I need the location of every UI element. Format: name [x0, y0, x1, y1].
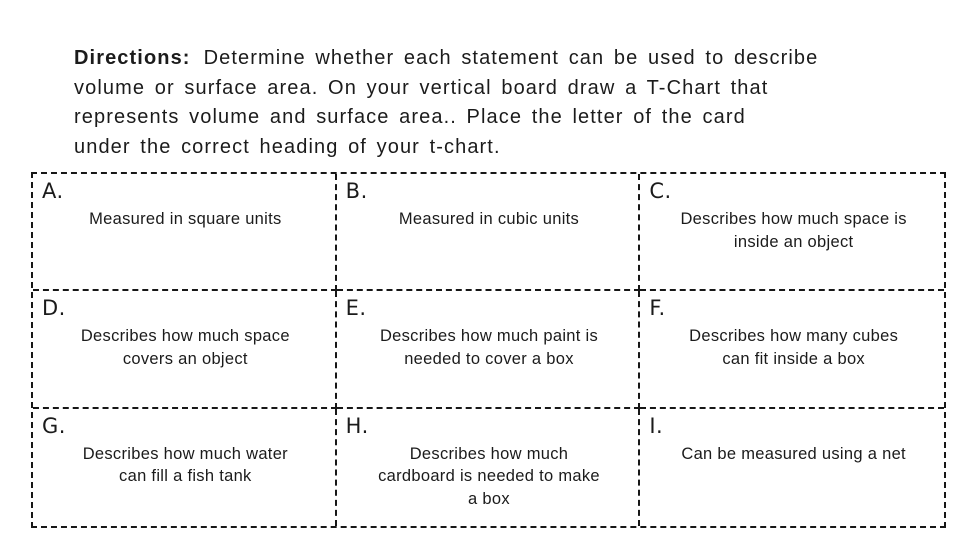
card-g-letter: G.	[42, 413, 66, 438]
card-a: A. Measured in square units	[33, 174, 337, 292]
card-d: D. Describes how much space covers an ob…	[33, 291, 337, 409]
card-i: I. Can be measured using a net	[640, 409, 944, 526]
card-g: G. Describes how much water can fill a f…	[33, 408, 337, 526]
card-e-letter: E.	[345, 296, 367, 321]
card-f-text: Describes how many cubes can fit inside …	[689, 327, 899, 368]
card-c: C. Describes how much space is inside an…	[640, 174, 944, 292]
card-a-letter: A.	[42, 179, 64, 203]
card-d-letter: D.	[42, 296, 66, 321]
directions-paragraph: Directions: Determine whether each statem…	[74, 44, 924, 162]
directions-line-1: Directions: Determine whether each statem…	[74, 44, 924, 74]
card-i-text: Can be measured using a net	[681, 444, 906, 463]
card-c-text: Describes how much space is inside an ob…	[680, 210, 907, 251]
directions-line-1-text: Determine whether each statement can be …	[203, 47, 819, 69]
directions-label: Directions:	[74, 47, 191, 69]
card-b-letter: B.	[345, 179, 368, 203]
card-e-text: Describes how much paint is needed to co…	[379, 327, 599, 368]
card-h-text: Describes how much cardboard is needed t…	[378, 444, 600, 508]
card-h: H. Describes how much cardboard is neede…	[337, 408, 641, 526]
card-g-text: Describes how much water can fill a fish…	[82, 444, 288, 486]
directions-line-2: volume or surface area. On your vertical…	[74, 76, 769, 99]
card-b-text: Measured in cubic units	[398, 210, 580, 228]
directions-line-3: represents volume and surface area.. Pla…	[74, 106, 746, 128]
card-grid: A. Measured in square units B. Measured …	[31, 172, 946, 528]
card-i-letter: I.	[649, 413, 664, 438]
card-d-text: Describes how much space covers an objec…	[80, 327, 290, 368]
card-f: F. Describes how many cubes can fit insi…	[640, 291, 944, 409]
directions-line-4: under the correct heading of your t-char…	[74, 135, 501, 158]
card-a-text: Measured in square units	[89, 210, 282, 228]
card-f-letter: F.	[649, 296, 666, 321]
card-h-letter: H.	[345, 413, 369, 438]
card-b: B. Measured in cubic units	[336, 174, 641, 292]
card-c-letter: C.	[649, 179, 672, 203]
card-e: E. Describes how much paint is needed to…	[336, 291, 641, 409]
